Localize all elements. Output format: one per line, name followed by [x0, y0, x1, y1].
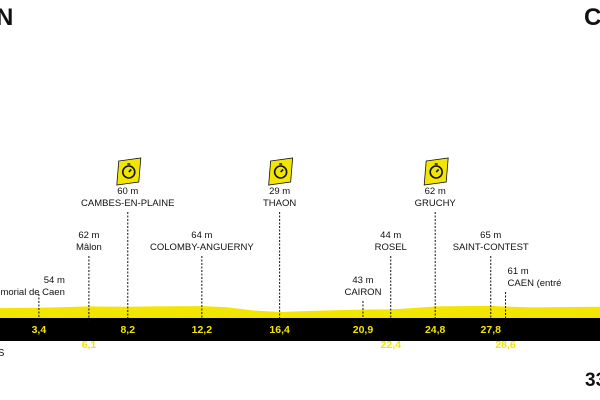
point-name-label: SAINT-CONTEST	[453, 242, 529, 253]
point-elevation-label: 43 m	[352, 275, 373, 286]
point-elevation-label: 54 m	[44, 275, 65, 286]
point-elevation-label: 44 m	[380, 230, 401, 241]
stopwatch-hand	[434, 163, 440, 173]
stopwatch-hand	[279, 163, 284, 173]
km-marker-label: 24,8	[425, 324, 446, 336]
point-name-label: GRUCHY	[415, 198, 457, 209]
km-marker-label: 12,2	[192, 324, 213, 336]
point-elevation-label: 60 m	[117, 186, 138, 197]
point-name-label: morial de Caen	[0, 287, 64, 298]
distance-band	[0, 318, 600, 341]
point-elevation-label: 62 m	[425, 186, 446, 197]
total-distance-label: 33	[585, 370, 600, 391]
point-name-label: CAEN (entré	[508, 278, 562, 289]
km-marker-label: 16,4	[269, 324, 290, 336]
point-name-label: ROSEL	[375, 242, 407, 253]
km-marker-label: 8,2	[120, 324, 135, 336]
point-elevation-label: 29 m	[269, 186, 290, 197]
sprint-stopwatch-icon	[268, 157, 294, 186]
terrain-profile-area	[0, 305, 600, 318]
km-marker-label: 27,8	[481, 324, 502, 336]
point-name-label: CAMBES-EN-PLAINE	[81, 198, 174, 209]
km-marker-label: 6,1	[82, 339, 97, 351]
stopwatch-hand	[127, 163, 132, 173]
sprint-stopwatch-icon	[423, 157, 449, 186]
sprint-stopwatch-icon	[116, 157, 142, 186]
point-elevation-label: 64 m	[191, 230, 212, 241]
finish-town-title: CA	[584, 4, 600, 31]
point-elevation-label: 62 m	[78, 230, 99, 241]
point-name-label: CAIRON	[344, 287, 381, 298]
point-elevation-label: 61 m	[508, 266, 529, 277]
start-town-title: N	[0, 4, 13, 31]
point-elevation-label: 65 m	[480, 230, 501, 241]
km-marker-label: 28,6	[495, 339, 516, 351]
point-name-label: COLOMBY-ANGUERNY	[150, 242, 254, 253]
km-marker-label: 22,4	[381, 339, 402, 351]
km-marker-label: 20,9	[353, 324, 374, 336]
km-marker-label: 3,4	[32, 324, 47, 336]
start-area-label: OS	[0, 348, 5, 359]
point-name-label: Mâlon	[76, 242, 102, 253]
point-name-label: THAON	[263, 198, 296, 209]
